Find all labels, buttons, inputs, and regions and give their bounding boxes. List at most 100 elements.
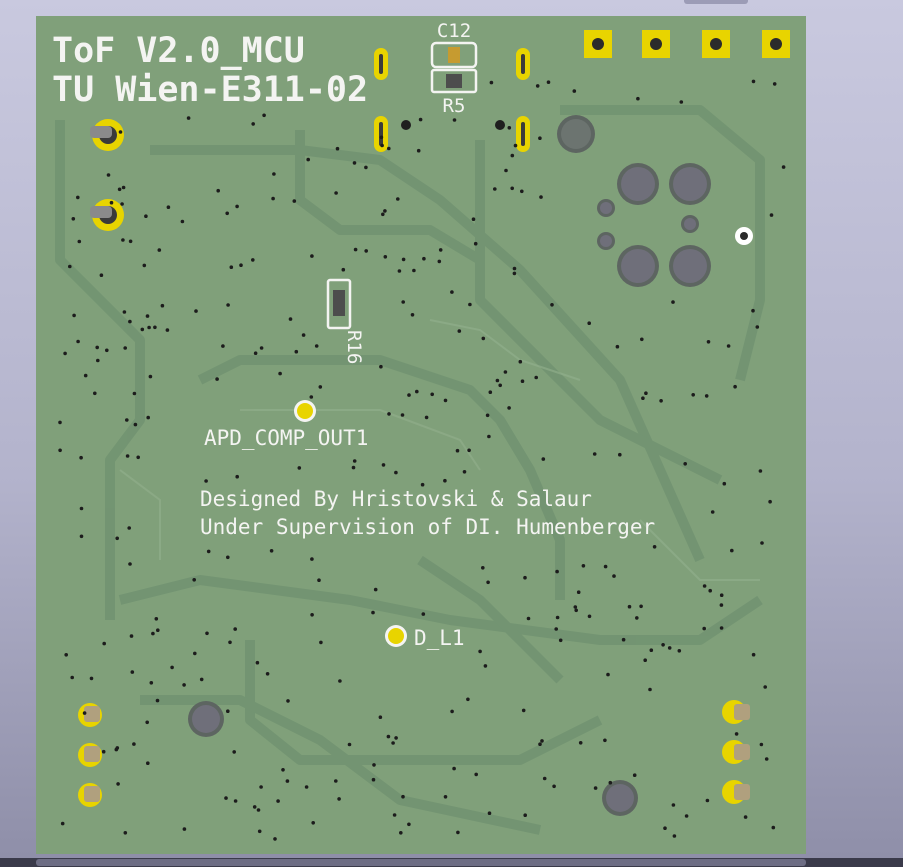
via	[383, 254, 388, 259]
via	[603, 738, 607, 743]
via	[751, 652, 756, 657]
usb-slot-pads[interactable]	[374, 48, 530, 152]
via	[276, 799, 280, 803]
via	[319, 640, 323, 645]
via	[314, 344, 319, 348]
via	[310, 557, 314, 561]
left-mount-pads[interactable]	[90, 119, 124, 231]
via	[719, 603, 724, 607]
via	[466, 697, 470, 702]
via	[526, 616, 531, 621]
right-connector-pads[interactable]	[722, 700, 750, 804]
via	[77, 239, 82, 244]
via	[83, 373, 88, 378]
via	[615, 344, 620, 349]
scrollbar-thumb[interactable]	[36, 859, 806, 866]
apd-test-point[interactable]	[294, 400, 316, 422]
via	[229, 265, 234, 270]
via	[206, 549, 211, 554]
dl1-test-point[interactable]	[385, 625, 407, 647]
via	[379, 135, 384, 140]
via	[251, 258, 255, 262]
via	[286, 699, 290, 703]
via	[151, 631, 155, 636]
via	[123, 346, 127, 350]
vias	[58, 79, 786, 841]
via	[224, 796, 228, 800]
via	[381, 212, 385, 217]
via	[301, 333, 306, 337]
via	[89, 676, 94, 681]
via	[255, 660, 260, 665]
via	[153, 325, 157, 330]
via	[334, 191, 338, 195]
via	[251, 122, 255, 126]
via	[512, 266, 517, 271]
via	[558, 638, 563, 643]
via	[520, 379, 525, 384]
via	[387, 412, 391, 416]
via	[487, 434, 491, 439]
via	[204, 479, 208, 483]
via	[552, 784, 556, 789]
via	[259, 346, 264, 350]
via	[534, 375, 538, 380]
via	[371, 610, 375, 615]
via	[523, 813, 527, 817]
via	[129, 634, 134, 638]
via	[764, 757, 769, 761]
via	[768, 499, 772, 504]
via	[632, 773, 637, 777]
header-pads-top[interactable]	[584, 30, 790, 58]
via	[294, 349, 299, 354]
via	[518, 359, 523, 364]
via	[278, 371, 282, 376]
window-tab-handle[interactable]	[684, 0, 748, 4]
via	[165, 328, 170, 332]
r5-footprint[interactable]	[430, 68, 478, 94]
board-title-line2: TU Wien-E311-02	[52, 70, 368, 110]
via	[105, 348, 109, 353]
via	[154, 617, 159, 621]
via	[228, 640, 232, 645]
via	[122, 310, 127, 314]
via	[288, 317, 293, 321]
via	[538, 742, 542, 746]
via	[128, 562, 132, 566]
via	[572, 89, 577, 93]
via	[133, 422, 138, 427]
c12-footprint[interactable]	[430, 41, 478, 69]
via	[387, 146, 391, 151]
via	[489, 80, 494, 85]
via	[578, 741, 583, 745]
via	[592, 452, 597, 456]
via	[193, 651, 197, 656]
via	[334, 779, 338, 783]
ref-r16-label: R16	[343, 330, 365, 364]
via	[146, 761, 150, 765]
credit-line1: Designed By Hristovski & Salaur	[200, 487, 592, 511]
via	[401, 300, 406, 304]
via	[621, 637, 626, 642]
via	[335, 146, 340, 151]
ref-r5-label: R5	[443, 95, 466, 117]
r16-footprint[interactable]	[326, 278, 352, 330]
via	[166, 205, 171, 209]
via	[95, 345, 99, 350]
via	[253, 351, 258, 356]
via	[415, 389, 419, 394]
via	[391, 741, 395, 745]
via	[462, 470, 467, 474]
via	[378, 715, 383, 719]
left-connector-pads[interactable]	[78, 703, 102, 807]
via	[759, 742, 764, 747]
via	[121, 238, 125, 242]
via	[392, 813, 397, 817]
ref-apd-label: APD_COMP_OUT1	[204, 426, 368, 450]
via	[550, 303, 554, 307]
via	[58, 448, 62, 453]
via	[194, 309, 198, 313]
via	[421, 612, 426, 616]
